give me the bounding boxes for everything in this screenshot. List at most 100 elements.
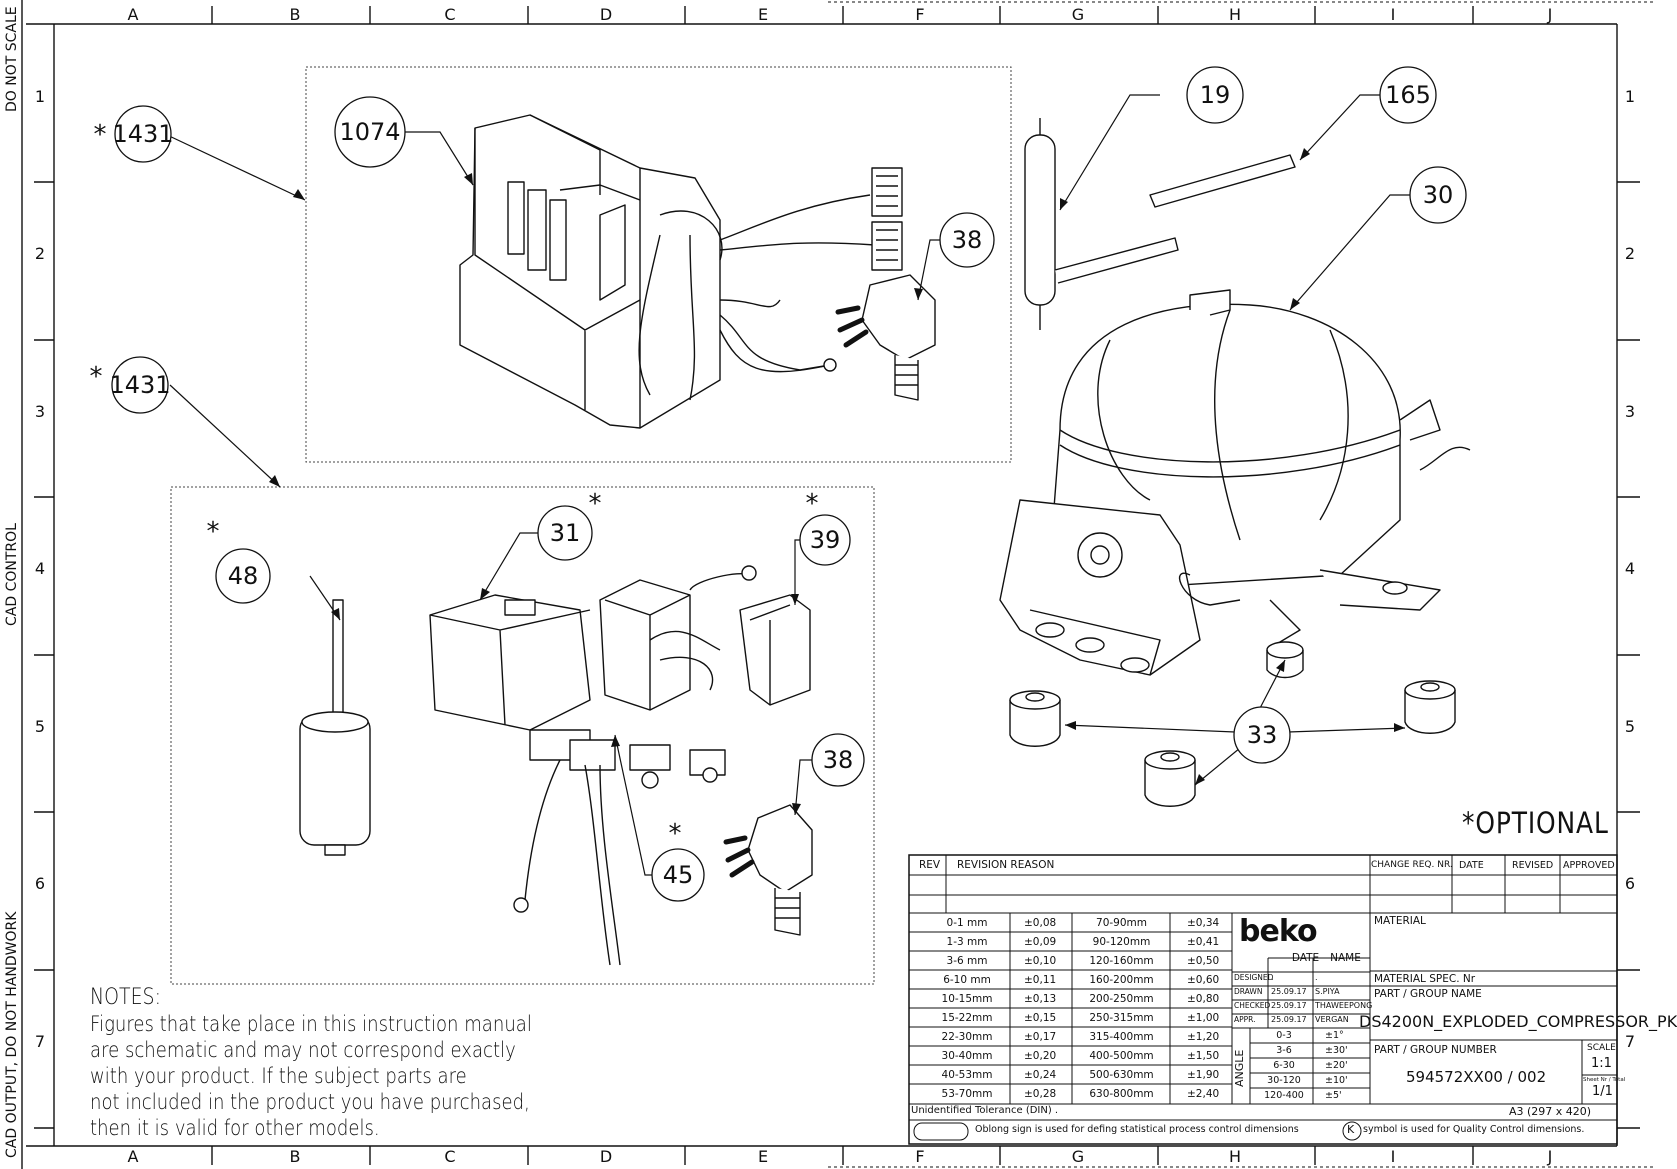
revision-reason-header: REVISION REASON: [957, 859, 1055, 871]
drawing-frame: [21, 0, 1640, 1169]
callout-bubble: [114, 105, 172, 163]
material-spec-label: MATERIAL SPEC. Nr: [1374, 973, 1476, 985]
callout-bubble: [811, 733, 865, 787]
tolerance-value: ±0,80: [1187, 993, 1220, 1005]
sheet-label: Sheet Nr / Total: [1583, 1077, 1626, 1083]
part-group-name: DS4200N_EXPLODED_COMPRESSOR_PK: [1359, 1012, 1677, 1031]
callout-bubble: [537, 505, 593, 561]
row-label: 6: [35, 874, 45, 893]
notes-line: are schematic and may not correspond exa…: [90, 1038, 516, 1062]
callout-45: 45: [663, 861, 694, 889]
angle-tolerance: ±10': [1325, 1075, 1348, 1086]
tolerance-value: ±0,34: [1187, 917, 1220, 929]
oblong-note: Oblong sign is used for defing statistic…: [975, 1124, 1299, 1135]
tolerance-range: 630-800mm: [1089, 1088, 1154, 1100]
date-header: DATE: [1459, 860, 1484, 871]
title-block-grid: [908, 854, 1618, 1145]
angle-range: 120-400: [1264, 1090, 1304, 1101]
callout-bubble: [939, 212, 995, 268]
callout-bubble: [111, 356, 169, 414]
notes-heading: NOTES:: [90, 985, 161, 1010]
col-label: E: [758, 1147, 768, 1166]
col-label: J: [1547, 5, 1553, 24]
col-label: G: [1072, 5, 1084, 24]
col-label: E: [758, 5, 768, 24]
angle-tolerance: ±5': [1325, 1090, 1342, 1101]
optional-star: *: [94, 120, 107, 150]
rubber-grommet: [1404, 680, 1456, 734]
tolerance-value: ±2,40: [1187, 1088, 1220, 1100]
tolerance-range: 500-630mm: [1089, 1069, 1154, 1081]
tolerance-value: ±1,20: [1187, 1031, 1220, 1043]
notes-line: not included in the product you have pur…: [90, 1090, 530, 1114]
col-label: H: [1229, 5, 1241, 24]
optional-star: *: [90, 362, 103, 392]
tolerance-value: ±0,09: [1024, 936, 1057, 948]
tolerance-range: 1-3 mm: [946, 936, 988, 948]
rev-header: REV: [919, 859, 941, 871]
rubber-grommet: [1009, 690, 1061, 747]
tolerance-range: 250-315mm: [1089, 1012, 1154, 1024]
start-relay-assembly: [429, 565, 811, 966]
row-label: 4: [35, 559, 45, 578]
col-label: D: [600, 5, 612, 24]
tolerance-range: 120-160mm: [1089, 955, 1154, 967]
part-group-number-label: PART / GROUP NUMBER: [1374, 1044, 1497, 1056]
tolerance-range: 40-53mm: [941, 1069, 993, 1081]
col-label: G: [1072, 1147, 1084, 1166]
callout-bubble: [1186, 66, 1244, 124]
signoff-date: .: [1271, 973, 1274, 982]
col-label: I: [1391, 1147, 1396, 1166]
tolerance-value: ±0,10: [1024, 955, 1057, 967]
paper-size: A3 (297 x 420): [1509, 1105, 1592, 1118]
sheet-value: 1/1: [1592, 1084, 1613, 1099]
callout-bubble: [1233, 706, 1291, 764]
col-label: F: [915, 1147, 924, 1166]
tolerance-value: ±0,41: [1187, 936, 1220, 948]
callout-bubble: [799, 514, 851, 566]
row-label: 1: [1625, 87, 1635, 106]
optional-star: *: [806, 489, 819, 519]
callout-48: 48: [228, 562, 259, 590]
col-label: D: [600, 1147, 612, 1166]
tolerance-range: 400-500mm: [1089, 1050, 1154, 1062]
name-column-label: NAME: [1330, 952, 1361, 964]
callout-165: 165: [1385, 81, 1431, 109]
optional-note: *OPTIONAL: [1462, 806, 1609, 840]
optional-star: *: [207, 517, 220, 547]
tolerance-value: ±0,20: [1024, 1050, 1057, 1062]
tolerance-range: 15-22mm: [941, 1012, 993, 1024]
signoff-date: 25.09.17: [1271, 987, 1307, 996]
tolerance-value: ±0,24: [1024, 1069, 1057, 1081]
row-label: 6: [1625, 874, 1635, 893]
row-label: 7: [35, 1032, 45, 1051]
row-label: 5: [1625, 717, 1635, 736]
electronic-control-unit: [459, 114, 723, 429]
angle-range: 30-120: [1267, 1075, 1301, 1086]
callout-19: 19: [1200, 81, 1231, 109]
k-symbol: K: [1347, 1123, 1355, 1136]
angle-tolerance: ±30': [1325, 1045, 1348, 1056]
angle-tolerance: ±20': [1325, 1060, 1348, 1071]
tolerance-range: 30-40mm: [941, 1050, 993, 1062]
optional-star: *: [589, 489, 602, 519]
col-label: B: [290, 1147, 301, 1166]
angle-range: 6-30: [1273, 1060, 1295, 1071]
revised-header: REVISED: [1512, 860, 1554, 871]
optional-star: *: [669, 819, 682, 849]
col-label: I: [1391, 5, 1396, 24]
tolerance-range: 3-6 mm: [946, 955, 988, 967]
signoff-name: VERGAN: [1315, 1015, 1349, 1024]
tolerance-range: 200-250mm: [1089, 993, 1154, 1005]
callout-1431: 1431: [112, 120, 173, 148]
scale-label: SCALE: [1587, 1043, 1616, 1053]
rubber-grommet: [1144, 750, 1196, 807]
col-label: B: [290, 5, 301, 24]
tolerance-value: ±1,00: [1187, 1012, 1220, 1024]
notes-block: NOTES: Figures that take place in this i…: [90, 985, 537, 1141]
callout-bubble: [1379, 66, 1437, 124]
tolerance-value: ±0,60: [1187, 974, 1220, 986]
tolerance-range: 22-30mm: [941, 1031, 993, 1043]
signoff-role: APPR.: [1234, 1015, 1256, 1024]
leader-arrowheads: [269, 148, 1405, 815]
